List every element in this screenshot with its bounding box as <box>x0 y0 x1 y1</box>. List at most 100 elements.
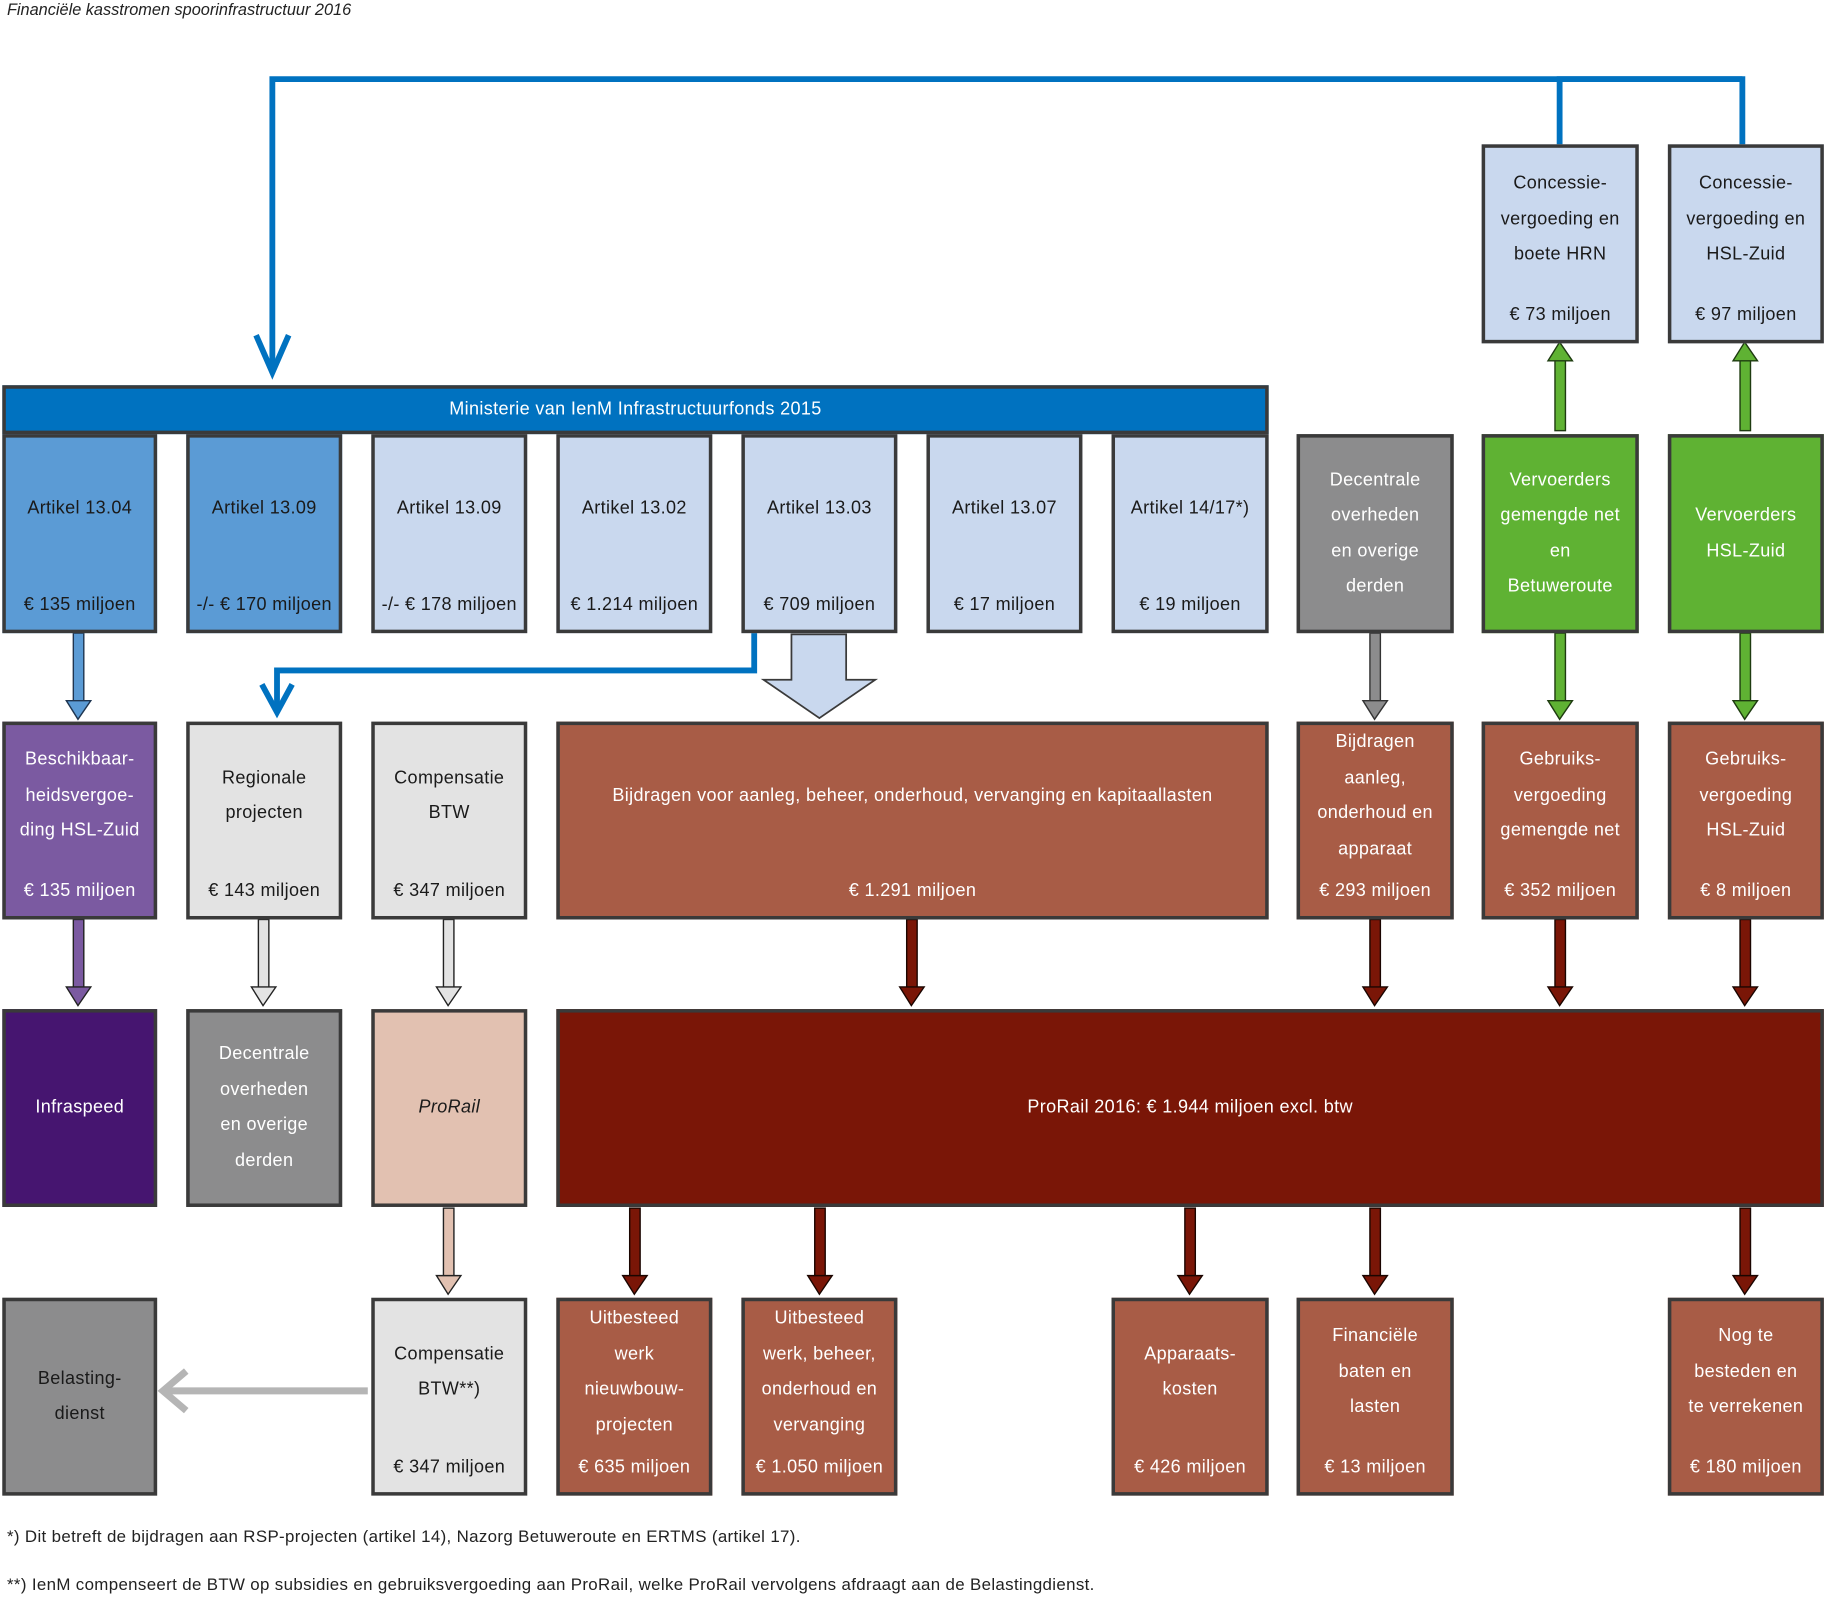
concession-amount: € 73 miljoen <box>1509 304 1611 325</box>
down-arrow-hslzuid <box>1731 632 1759 721</box>
box-label: Belasting- dienst <box>37 1368 122 1424</box>
concession-label: Concessie- vergoeding en boete HRN <box>1500 173 1620 265</box>
infraspeed-box: Infraspeed <box>2 1009 158 1207</box>
box-label: Financiële baten en lasten <box>1332 1325 1419 1417</box>
carriers-hsl-box: Vervoerders HSL-Zuid <box>1667 434 1824 634</box>
article-amount: € 17 miljoen <box>953 594 1056 615</box>
outsourced-maintenance-box: Uitbesteed werk, beheer, onderhoud en ve… <box>741 1297 898 1496</box>
box-amount: € 1.291 miljoen <box>848 881 977 901</box>
down-arrow-1304 <box>65 632 93 721</box>
usage-fee-hsl-box: Gebruiks- vergoeding HSL-Zuid € 8 miljoe… <box>1667 721 1824 920</box>
decentral-recipient-box: Decentrale overheden en overige derden <box>186 1009 343 1207</box>
box-label: Bijdragen aanleg, onderhoud en apparaat <box>1317 732 1433 859</box>
box-label: Vervoerders gemengde net en Betuweroute <box>1500 469 1620 596</box>
box-label: Compensatie BTW**) <box>394 1343 505 1400</box>
concession-amount: € 97 miljoen <box>1695 304 1797 325</box>
article-box: Artikel 13.09 -/- € 170 miljoen <box>186 434 343 634</box>
article-box: Artikel 13.03 € 709 miljoen <box>741 434 898 634</box>
article-box: Artikel 13.09 -/- € 178 miljoen <box>371 434 528 634</box>
box-amount: € 143 miljoen <box>208 881 321 901</box>
box-amount: € 352 miljoen <box>1504 881 1617 901</box>
branch-arrow-regional <box>259 630 758 719</box>
down-arrow-btw <box>435 918 463 1007</box>
box-label: Decentrale overheden en overige derden <box>218 1044 310 1171</box>
diagram-title: Financiële kasstromen spoorinfrastructuu… <box>6 0 352 19</box>
carriers-mixed-box: Vervoerders gemengde net en Betuweroute <box>1481 434 1639 634</box>
article-box: Artikel 13.02 € 1.214 miljoen <box>556 434 713 634</box>
box-label: Decentrale overheden en overige derden <box>1329 469 1421 596</box>
article-amount: € 19 miljoen <box>1139 594 1241 615</box>
article-label: Artikel 13.04 <box>27 498 133 519</box>
article-amount: € 709 miljoen <box>763 594 876 615</box>
article-label: Artikel 14/17*) <box>1130 498 1250 519</box>
box-label: Bijdragen voor aanleg, beheer, onderhoud… <box>612 785 1213 806</box>
outsourced-new-box: Uitbesteed werk nieuwbouw- projecten € 6… <box>556 1297 713 1496</box>
concession-label: Concessie- vergoeding en HSL-Zuid <box>1686 173 1806 265</box>
article-label: Artikel 13.02 <box>581 498 687 519</box>
usage-fee-mixed-box: Gebruiks- vergoeding gemengde net € 352 … <box>1481 721 1639 920</box>
article-box: Artikel 13.07 € 17 miljoen <box>926 434 1083 634</box>
box-label: Apparaats- kosten <box>1144 1343 1236 1400</box>
article-box: Artikel 13.04 € 135 miljoen <box>2 434 158 634</box>
remaining-box: Nog te besteden en te verrekenen € 180 m… <box>1667 1297 1824 1496</box>
box-label: Gebruiks- vergoeding gemengde net <box>1500 749 1620 841</box>
contributions-box: Bijdragen voor aanleg, beheer, onderhoud… <box>556 721 1269 920</box>
box-amount: € 347 miljoen <box>393 1457 506 1477</box>
box-label: Compensatie BTW <box>394 767 505 823</box>
box-label: ProRail 2016: € 1.944 miljoen excl. btw <box>1027 1097 1353 1118</box>
availability-fee-box: Beschikbaar- heidsvergoe- ding HSL-Zuid … <box>2 721 158 920</box>
box-amount: € 347 miljoen <box>393 881 506 901</box>
block-arrow-contributions <box>760 633 879 720</box>
up-arrow-hsl <box>1731 340 1759 432</box>
vat-compensation-box: Compensatie BTW € 347 miljoen <box>371 721 528 920</box>
down-arrow-beschikbaarheid <box>65 918 93 1007</box>
box-amount: € 8 miljoen <box>1700 881 1792 901</box>
financial-income-box: Financiële baten en lasten € 13 miljoen <box>1296 1297 1454 1496</box>
box-amount: € 13 miljoen <box>1324 1457 1426 1477</box>
concession-box-hrn: Concessie- vergoeding en boete HRN € 73 … <box>1481 144 1639 344</box>
article-amount: -/- € 170 miljoen <box>196 594 332 615</box>
down-arrow-regionaal <box>250 918 278 1007</box>
box-label: Uitbesteed werk, beheer, onderhoud en ve… <box>761 1308 878 1435</box>
prorail-total-box: ProRail 2016: € 1.944 miljoen excl. btw <box>556 1009 1824 1207</box>
box-label: Infraspeed <box>35 1097 125 1118</box>
box-amount: € 293 miljoen <box>1319 881 1432 901</box>
footnote-1: *) Dit betreft de bijdragen aan RSP-proj… <box>6 1528 801 1547</box>
decentral-source-box: Decentrale overheden en overige derden <box>1296 434 1454 634</box>
prorail-vat-box: ProRail <box>371 1009 528 1207</box>
up-arrow-hrn <box>1546 340 1574 432</box>
down-arrows-prorail-costs <box>621 1207 1759 1296</box>
box-label: ProRail <box>418 1097 481 1118</box>
article-box: Artikel 14/17*) € 19 miljoen <box>1111 434 1269 634</box>
box-label: Uitbesteed werk nieuwbouw- projecten <box>584 1308 685 1435</box>
ministry-banner: Ministerie van IenM Infrastructuurfonds … <box>2 385 1269 435</box>
tax-office-box: Belasting- dienst <box>2 1297 158 1496</box>
article-amount: € 1.214 miljoen <box>570 594 699 615</box>
box-label: Nog te besteden en te verrekenen <box>1688 1325 1804 1417</box>
article-amount: -/- € 178 miljoen <box>381 594 517 615</box>
box-amount: € 135 miljoen <box>23 881 136 901</box>
box-label: Vervoerders HSL-Zuid <box>1695 505 1797 561</box>
footnote-2: **) IenM compenseert de BTW op subsidies… <box>6 1575 1095 1595</box>
down-arrow-prorail-btw <box>435 1207 463 1296</box>
article-label: Artikel 13.03 <box>766 498 872 519</box>
vat-compensation-out-box: Compensatie BTW**) € 347 miljoen <box>371 1297 528 1496</box>
box-label: Beschikbaar- heidsvergoe- ding HSL-Zuid <box>19 749 140 841</box>
left-arrow-belastingdienst <box>157 1368 368 1414</box>
down-arrow-bijdragen <box>898 918 1759 1007</box>
article-label: Artikel 13.09 <box>396 498 502 519</box>
box-amount: € 180 miljoen <box>1689 1457 1802 1477</box>
box-label: Regionale projecten <box>221 767 307 823</box>
box-amount: € 635 miljoen <box>578 1457 691 1477</box>
regional-projects-box: Regionale projecten € 143 miljoen <box>186 721 343 920</box>
article-label: Artikel 13.07 <box>952 498 1057 519</box>
decentral-contributions-box: Bijdragen aanleg, onderhoud en apparaat … <box>1296 721 1454 920</box>
box-label: Gebruiks- vergoeding HSL-Zuid <box>1699 749 1793 841</box>
down-arrow-decentral <box>1361 632 1389 721</box>
article-label: Artikel 13.09 <box>211 498 317 519</box>
concession-box-hsl: Concessie- vergoeding en HSL-Zuid € 97 m… <box>1667 144 1824 344</box>
article-amount: € 135 miljoen <box>23 594 136 615</box>
box-amount: € 426 miljoen <box>1134 1457 1247 1477</box>
